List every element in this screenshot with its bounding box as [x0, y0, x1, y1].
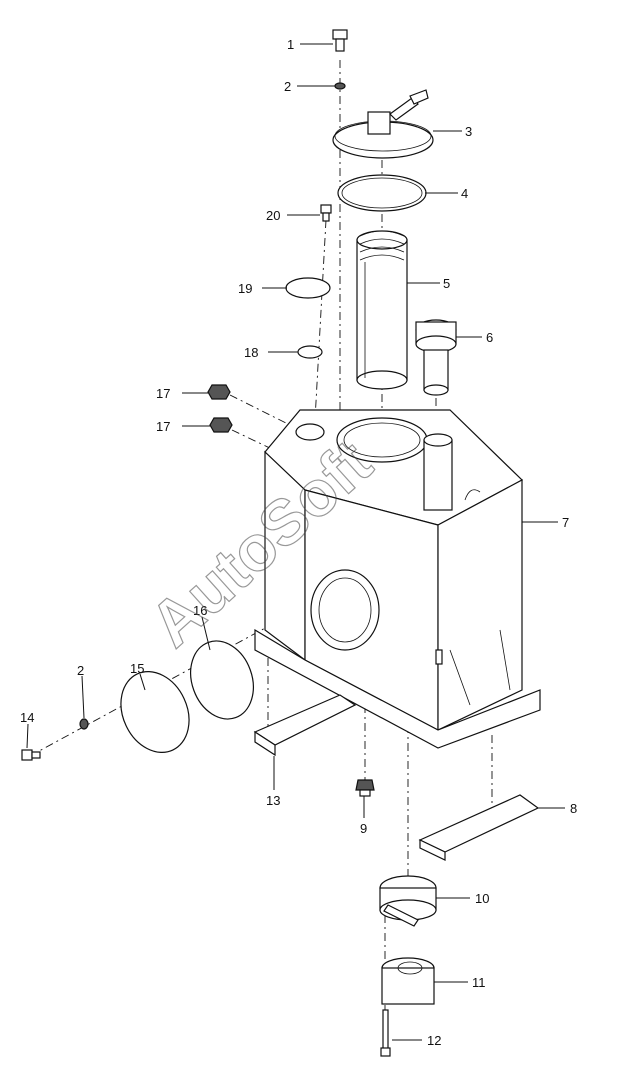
leader-lines: [26, 43, 565, 1041]
part-plugs: [207, 384, 233, 433]
part-washer-top: [334, 82, 346, 90]
part-washer-side: [79, 718, 89, 730]
callout-20: 20: [266, 208, 280, 223]
callout-1: 1: [287, 37, 294, 52]
part-o-ring: [297, 345, 323, 359]
part-plate-right: [418, 794, 540, 861]
callout-2-side: 2: [77, 663, 84, 678]
callout-5: 5: [443, 276, 450, 291]
callout-8: 8: [570, 801, 577, 816]
part-bolt-top: [332, 29, 348, 52]
part-screw: [320, 204, 332, 222]
part-plate-left: [253, 694, 357, 757]
callout-2-top: 2: [284, 79, 291, 94]
callout-18: 18: [244, 345, 258, 360]
part-bolt-side: [21, 749, 41, 761]
part-cover-plate: [332, 89, 434, 159]
callout-11: 11: [472, 975, 486, 990]
callout-16: 16: [193, 603, 207, 618]
callout-15: 15: [130, 661, 144, 676]
part-drain-plug: [355, 779, 375, 797]
part-breather: [415, 319, 457, 396]
callout-19: 19: [238, 281, 252, 296]
callout-17-upper: 17: [156, 386, 170, 401]
callout-3: 3: [465, 124, 472, 139]
part-small-cover: [285, 277, 331, 299]
callout-9: 9: [360, 821, 367, 836]
callout-17-lower: 17: [156, 419, 170, 434]
part-gasket-ring: [337, 174, 427, 212]
part-suction-flange: [379, 875, 437, 927]
callout-labels: 1 2 3 4 20 5 19 6 18 17 17 7 16 15 2 14 …: [20, 37, 577, 1048]
callout-10: 10: [475, 891, 489, 906]
part-tank-body: [254, 409, 541, 749]
part-filter-element: [356, 230, 408, 390]
part-housing: [381, 957, 435, 1005]
callout-14: 14: [20, 710, 34, 725]
callout-12: 12: [427, 1033, 441, 1048]
callout-6: 6: [486, 330, 493, 345]
callout-4: 4: [461, 186, 468, 201]
callout-7: 7: [562, 515, 569, 530]
callout-13: 13: [266, 793, 280, 808]
part-side-cover: [120, 671, 190, 753]
part-long-bolt: [380, 1009, 391, 1057]
